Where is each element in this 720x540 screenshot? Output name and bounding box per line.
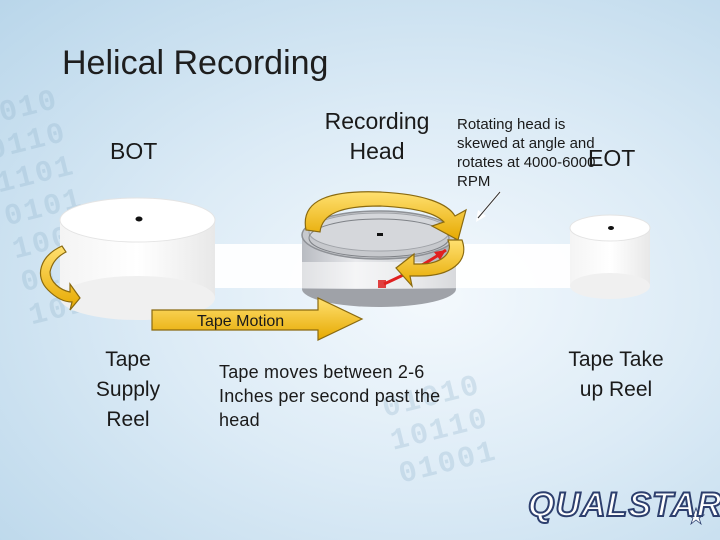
rotation-arrow-icon (39, 245, 81, 311)
reel-hub (135, 216, 143, 222)
qualstar-logo: QUALSTAR® (527, 485, 720, 525)
recording-head-label: Recording Head (324, 108, 430, 164)
tape-speed-note: Tape moves between 2-6 Inches per second… (219, 362, 441, 430)
bot-label: BOT (110, 138, 158, 164)
tape-motion-arrow-icon (151, 297, 364, 341)
reel-hub (608, 226, 614, 230)
rotating-head-note: Rotating head is skewed at angle and rot… (457, 116, 596, 190)
drum-hub (377, 233, 383, 236)
rotation-arrow-icon (304, 191, 467, 241)
takeup-reel (569, 214, 651, 299)
rotation-arrow-icon (395, 239, 465, 289)
star-icon (686, 506, 706, 526)
eot-label: EOT (588, 145, 636, 171)
head-gap (378, 280, 386, 288)
pointer-arrow-icon (476, 210, 486, 222)
takeup-reel-label: Tape Take up Reel (568, 348, 664, 401)
supply-reel (59, 197, 216, 320)
slide-title: Helical Recording (62, 44, 329, 82)
tape-motion-label: Tape Motion (197, 313, 285, 330)
supply-reel-label: Tape Supply Reel (95, 348, 161, 431)
